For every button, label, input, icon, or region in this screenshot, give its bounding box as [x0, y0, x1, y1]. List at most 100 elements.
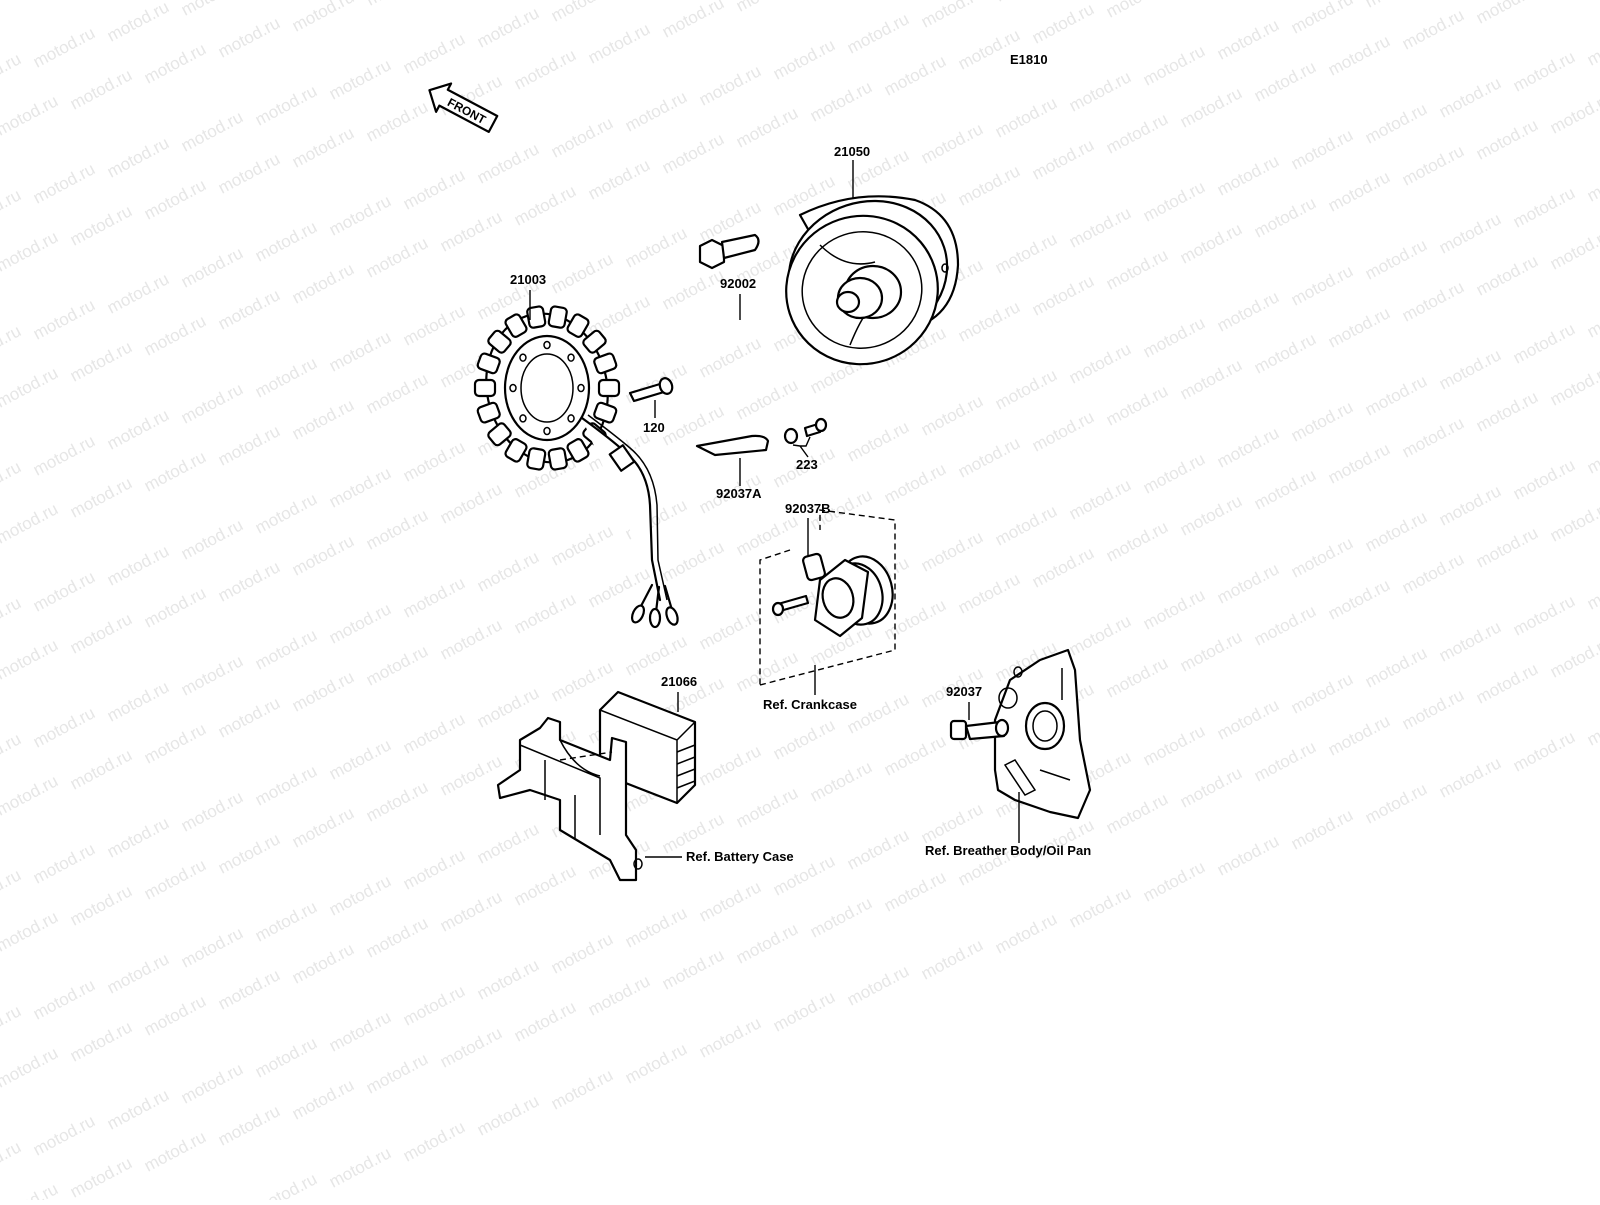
- watermark-text: motod.ru: [30, 975, 98, 1023]
- watermark-text: motod.ru: [104, 269, 172, 317]
- watermark-text: motod.ru: [1584, 701, 1600, 749]
- watermark-text: motod.ru: [1288, 397, 1356, 445]
- watermark-text: motod.ru: [511, 997, 579, 1045]
- watermark-text: motod.ru: [733, 919, 801, 967]
- watermark-text: motod.ru: [178, 107, 246, 155]
- stator-coil-tooth: [593, 352, 618, 375]
- watermark-text: motod.ru: [1510, 455, 1578, 503]
- stator-coil-tooth: [547, 305, 568, 329]
- watermark-text: motod.ru: [30, 159, 98, 207]
- watermark-text: motod.ru: [1140, 585, 1208, 633]
- watermark-text: motod.ru: [918, 391, 986, 439]
- label-ref-battery-case: Ref. Battery Case: [686, 849, 794, 864]
- watermark-text: motod.ru: [0, 185, 24, 233]
- watermark-text: motod.ru: [0, 729, 24, 777]
- watermark-text: motod.ru: [1473, 0, 1541, 28]
- watermark-text: motod.ru: [474, 139, 542, 187]
- stator-coil-tooth: [566, 438, 590, 463]
- watermark-text: motod.ru: [1288, 0, 1356, 38]
- watermark-text: motod.ru: [67, 609, 135, 657]
- watermark-text: motod.ru: [1214, 695, 1282, 743]
- watermark-text: motod.ru: [326, 1007, 394, 1055]
- watermark-text: motod.ru: [474, 1091, 542, 1139]
- watermark-text: motod.ru: [289, 259, 357, 307]
- watermark-text: motod.ru: [955, 297, 1023, 345]
- watermark-text: motod.ru: [1547, 497, 1600, 545]
- watermark-text: motod.ru: [659, 129, 727, 177]
- watermark-text: motod.ru: [30, 431, 98, 479]
- watermark-text: motod.ru: [326, 327, 394, 375]
- watermark-text: motod.ru: [215, 149, 283, 197]
- watermark-text: motod.ru: [1362, 779, 1430, 827]
- stator-coil-tooth: [504, 438, 528, 463]
- watermark-text: motod.ru: [696, 61, 764, 109]
- watermark-text: motod.ru: [1288, 669, 1356, 717]
- watermark-text: motod.ru: [844, 961, 912, 1009]
- diagram-code: E1810: [1010, 52, 1048, 67]
- watermark-text: motod.ru: [437, 207, 505, 255]
- label-21066: 21066: [661, 674, 697, 689]
- watermark-text: motod.ru: [1325, 31, 1393, 79]
- watermark-text: motod.ru: [104, 813, 172, 861]
- watermark-text: motod.ru: [511, 181, 579, 229]
- watermark-text: motod.ru: [1547, 361, 1600, 409]
- watermark-text: motod.ru: [881, 731, 949, 779]
- watermark-text: motod.ru: [548, 521, 616, 569]
- watermark-text: motod.ru: [1584, 21, 1600, 69]
- stator-bolt-hole: [509, 383, 517, 393]
- watermark-text: motod.ru: [918, 527, 986, 575]
- watermark-text: motod.ru: [0, 49, 24, 97]
- label-120: 120: [643, 420, 665, 435]
- watermark-text: motod.ru: [1288, 261, 1356, 309]
- label-21050: 21050: [834, 144, 870, 159]
- stator-coil-tooth: [487, 422, 512, 447]
- watermark-text: motod.ru: [0, 865, 24, 913]
- watermark-text: motod.ru: [1473, 659, 1541, 707]
- watermark-text: motod.ru: [585, 19, 653, 67]
- watermark-text: motod.ru: [215, 693, 283, 741]
- watermark-text: motod.ru: [696, 877, 764, 925]
- watermark-text: motod.ru: [1140, 857, 1208, 905]
- stator-bolt-hole: [567, 353, 575, 362]
- watermark-text: motod.ru: [1103, 517, 1171, 565]
- watermark-text: motod.ru: [363, 1049, 431, 1097]
- watermark-text: motod.ru: [400, 573, 468, 621]
- watermark-text: motod.ru: [585, 971, 653, 1019]
- watermark-text: motod.ru: [1251, 193, 1319, 241]
- watermark-text: motod.ru: [437, 887, 505, 935]
- watermark-text: motod.ru: [1103, 789, 1171, 837]
- watermark-text: motod.ru: [881, 51, 949, 99]
- watermark-text: motod.ru: [474, 3, 542, 51]
- watermark-text: motod.ru: [659, 0, 727, 42]
- watermark-text: motod.ru: [474, 955, 542, 1003]
- watermark-text: motod.ru: [622, 87, 690, 135]
- watermark-text: motod.ru: [363, 913, 431, 961]
- watermark-text: motod.ru: [400, 29, 468, 77]
- watermark-text: motod.ru: [178, 515, 246, 563]
- stator-coil-tooth: [582, 329, 607, 354]
- watermark-text: motod.ru: [30, 1111, 98, 1159]
- watermark-text: motod.ru: [252, 761, 320, 809]
- watermark-text: motod.ru: [659, 945, 727, 993]
- watermark-text: motod.ru: [141, 583, 209, 631]
- watermark-text: motod.ru: [918, 119, 986, 167]
- watermark-text: motod.ru: [511, 861, 579, 909]
- watermark-text: motod.ru: [252, 217, 320, 265]
- watermark-text: motod.ru: [1362, 507, 1430, 555]
- watermark-text: motod.ru: [1399, 685, 1467, 733]
- watermark-text: motod.ru: [696, 605, 764, 653]
- stator-wiring: [580, 414, 679, 629]
- watermark-text: motod.ru: [141, 1127, 209, 1175]
- watermark-text: motod.ru: [1547, 633, 1600, 681]
- watermark-text: motod.ru: [1140, 313, 1208, 361]
- watermark-text: motod.ru: [1177, 491, 1245, 539]
- watermark-text: motod.ru: [955, 161, 1023, 209]
- watermark-text: motod.ru: [1066, 203, 1134, 251]
- watermark-text: motod.ru: [1325, 575, 1393, 623]
- stator-inner-ring: [503, 334, 591, 442]
- watermark-text: motod.ru: [1547, 0, 1600, 2]
- watermark-text: motod.ru: [992, 0, 1060, 6]
- watermark-text: motod.ru: [67, 473, 135, 521]
- watermark-text: motod.ru: [1436, 481, 1504, 529]
- watermark-text: motod.ru: [141, 719, 209, 767]
